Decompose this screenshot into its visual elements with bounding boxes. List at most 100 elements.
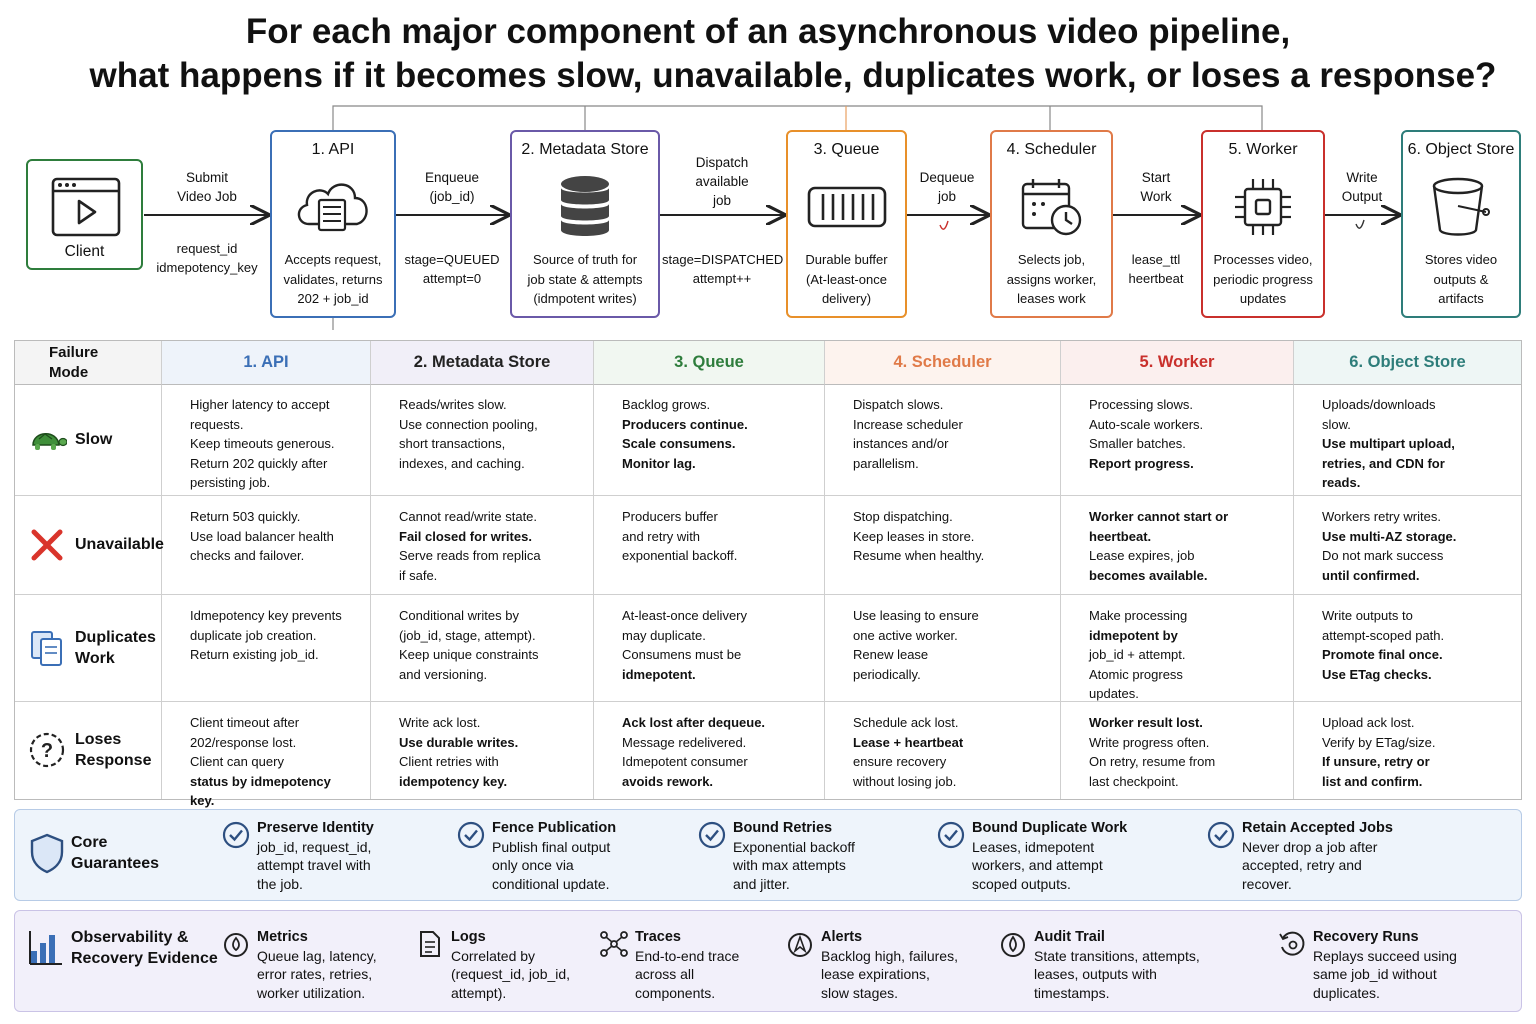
table-cell: Processing slows.Auto-scale workers.Smal… (1061, 385, 1294, 495)
cpu-chip-icon (1235, 179, 1291, 235)
cell-line: Uploads/downloads (1322, 397, 1436, 412)
table-cell: Backlog grows.Producers continue.Scale c… (594, 385, 825, 495)
cell-line: Upload ack lost. (1322, 715, 1415, 730)
observability-line: leases, outputs with (1034, 966, 1157, 982)
trace-nodes-icon (599, 929, 629, 959)
node-desc: Selects job,assigns worker,leases work (1006, 252, 1097, 306)
cell-line: Make processing (1089, 608, 1188, 623)
cell-line: At-least-once delivery (622, 608, 747, 623)
cell-line: Stop dispatching. (853, 509, 953, 524)
cell-line: indexes, and caching. (399, 455, 525, 471)
col-header-metadata-store: 2. Metadata Store (371, 341, 594, 385)
cell-line: Higher latency to accept (190, 397, 330, 412)
alert-bell-icon (785, 929, 815, 959)
cell-line: Use connection pooling, (399, 416, 538, 432)
observability-band: Observability &Recovery Evidence Metrics… (14, 910, 1522, 1012)
duplicate-docs-icon (31, 630, 62, 666)
observability-line: same job_id without (1313, 966, 1437, 982)
cell-line: Producers buffer (622, 509, 718, 524)
cell-line: Keep timeouts generous. (190, 436, 335, 451)
cell-line: Verify by ETag/size. (1322, 734, 1436, 750)
cell-line: Do not mark success (1322, 548, 1444, 563)
observability-line: attempt). (451, 984, 507, 1001)
cell-line: persisting job. (190, 475, 271, 490)
cell-line: short transactions, (399, 436, 506, 451)
database-icon (561, 176, 609, 236)
observability-title: Audit Trail (1034, 929, 1105, 945)
observability-line: slow stages. (821, 984, 899, 1001)
check-circle-icon (936, 820, 966, 850)
title-line-1: For each major component of an asynchron… (245, 12, 1291, 51)
cell-line: may duplicate. (622, 627, 706, 643)
cell-line: Keep unique constraints (399, 647, 539, 662)
cell-line: Write progress often. (1089, 734, 1210, 750)
cell-line: Resume when healthy. (853, 548, 985, 563)
calendar-clock-icon (1021, 179, 1081, 236)
guarantee-line: conditional update. (492, 875, 610, 892)
pipeline-flow: Client 1. API Accepts request,validates,… (0, 0, 1536, 330)
cell-line: Use leasing to ensure (853, 608, 979, 623)
cell-line: Report progress. (1089, 455, 1194, 471)
client-label: Client (64, 243, 105, 260)
cell-line: Atomic progress (1089, 666, 1183, 682)
guarantee-line: and jitter. (733, 875, 790, 892)
guarantee-line: accepted, retry and (1242, 857, 1362, 873)
cell-line: Use multipart upload, (1322, 436, 1455, 451)
cell-line: Write ack lost. (399, 715, 481, 730)
cell-line: idmepotent by (1089, 627, 1178, 643)
guarantee-line: with max attempts (733, 857, 846, 873)
table-cell: Reads/writes slow.Use connection pooling… (371, 385, 594, 495)
cell-line: becomes available. (1089, 567, 1208, 583)
table-cell: Write ack lost.Use durable writes.Client… (371, 701, 594, 799)
cell-line: Use load balancer health (190, 528, 334, 544)
node-title: 5. Worker (1228, 141, 1298, 158)
flow-connectors (144, 105, 1536, 330)
cell-line: retries, and CDN for (1322, 455, 1445, 471)
guarantee-title: Preserve Identity (257, 820, 374, 836)
cell-line: avoids rework. (622, 773, 714, 789)
cell-line: Return 202 quickly after (190, 455, 328, 471)
cloud-server-icon (297, 183, 368, 232)
gauge-icon (221, 929, 251, 959)
browser-play-icon (51, 177, 121, 237)
cell-line: Increase scheduler (853, 416, 963, 432)
cell-line: status by idmepotency key. (190, 773, 331, 809)
turtle-icon (32, 433, 67, 450)
cell-line: slow. (1322, 416, 1351, 432)
table-cell: Ack lost after dequeue.Message redeliver… (594, 701, 825, 799)
question-circle-icon: ? (29, 732, 65, 768)
guarantee-line: Publish final output (492, 838, 611, 855)
guarantee-title: Bound Duplicate Work (972, 820, 1128, 836)
node-api: 1. API Accepts request,validates, return… (270, 130, 396, 318)
shield-icon (30, 833, 64, 874)
cell-line: If unsure, retry or (1322, 754, 1430, 769)
cell-line: Ack lost after dequeue. (622, 715, 766, 730)
row-label-unavailable: Unavailable (15, 495, 164, 594)
cell-line: Cannot read/write state. (399, 509, 538, 524)
cell-line: Use multi-AZ storage. (1322, 528, 1457, 544)
cell-line: idempotency key. (399, 773, 508, 789)
guarantee-line: Exponential backoff (733, 838, 855, 855)
title-line-2: what happens if it becomes slow, unavail… (89, 56, 1497, 95)
